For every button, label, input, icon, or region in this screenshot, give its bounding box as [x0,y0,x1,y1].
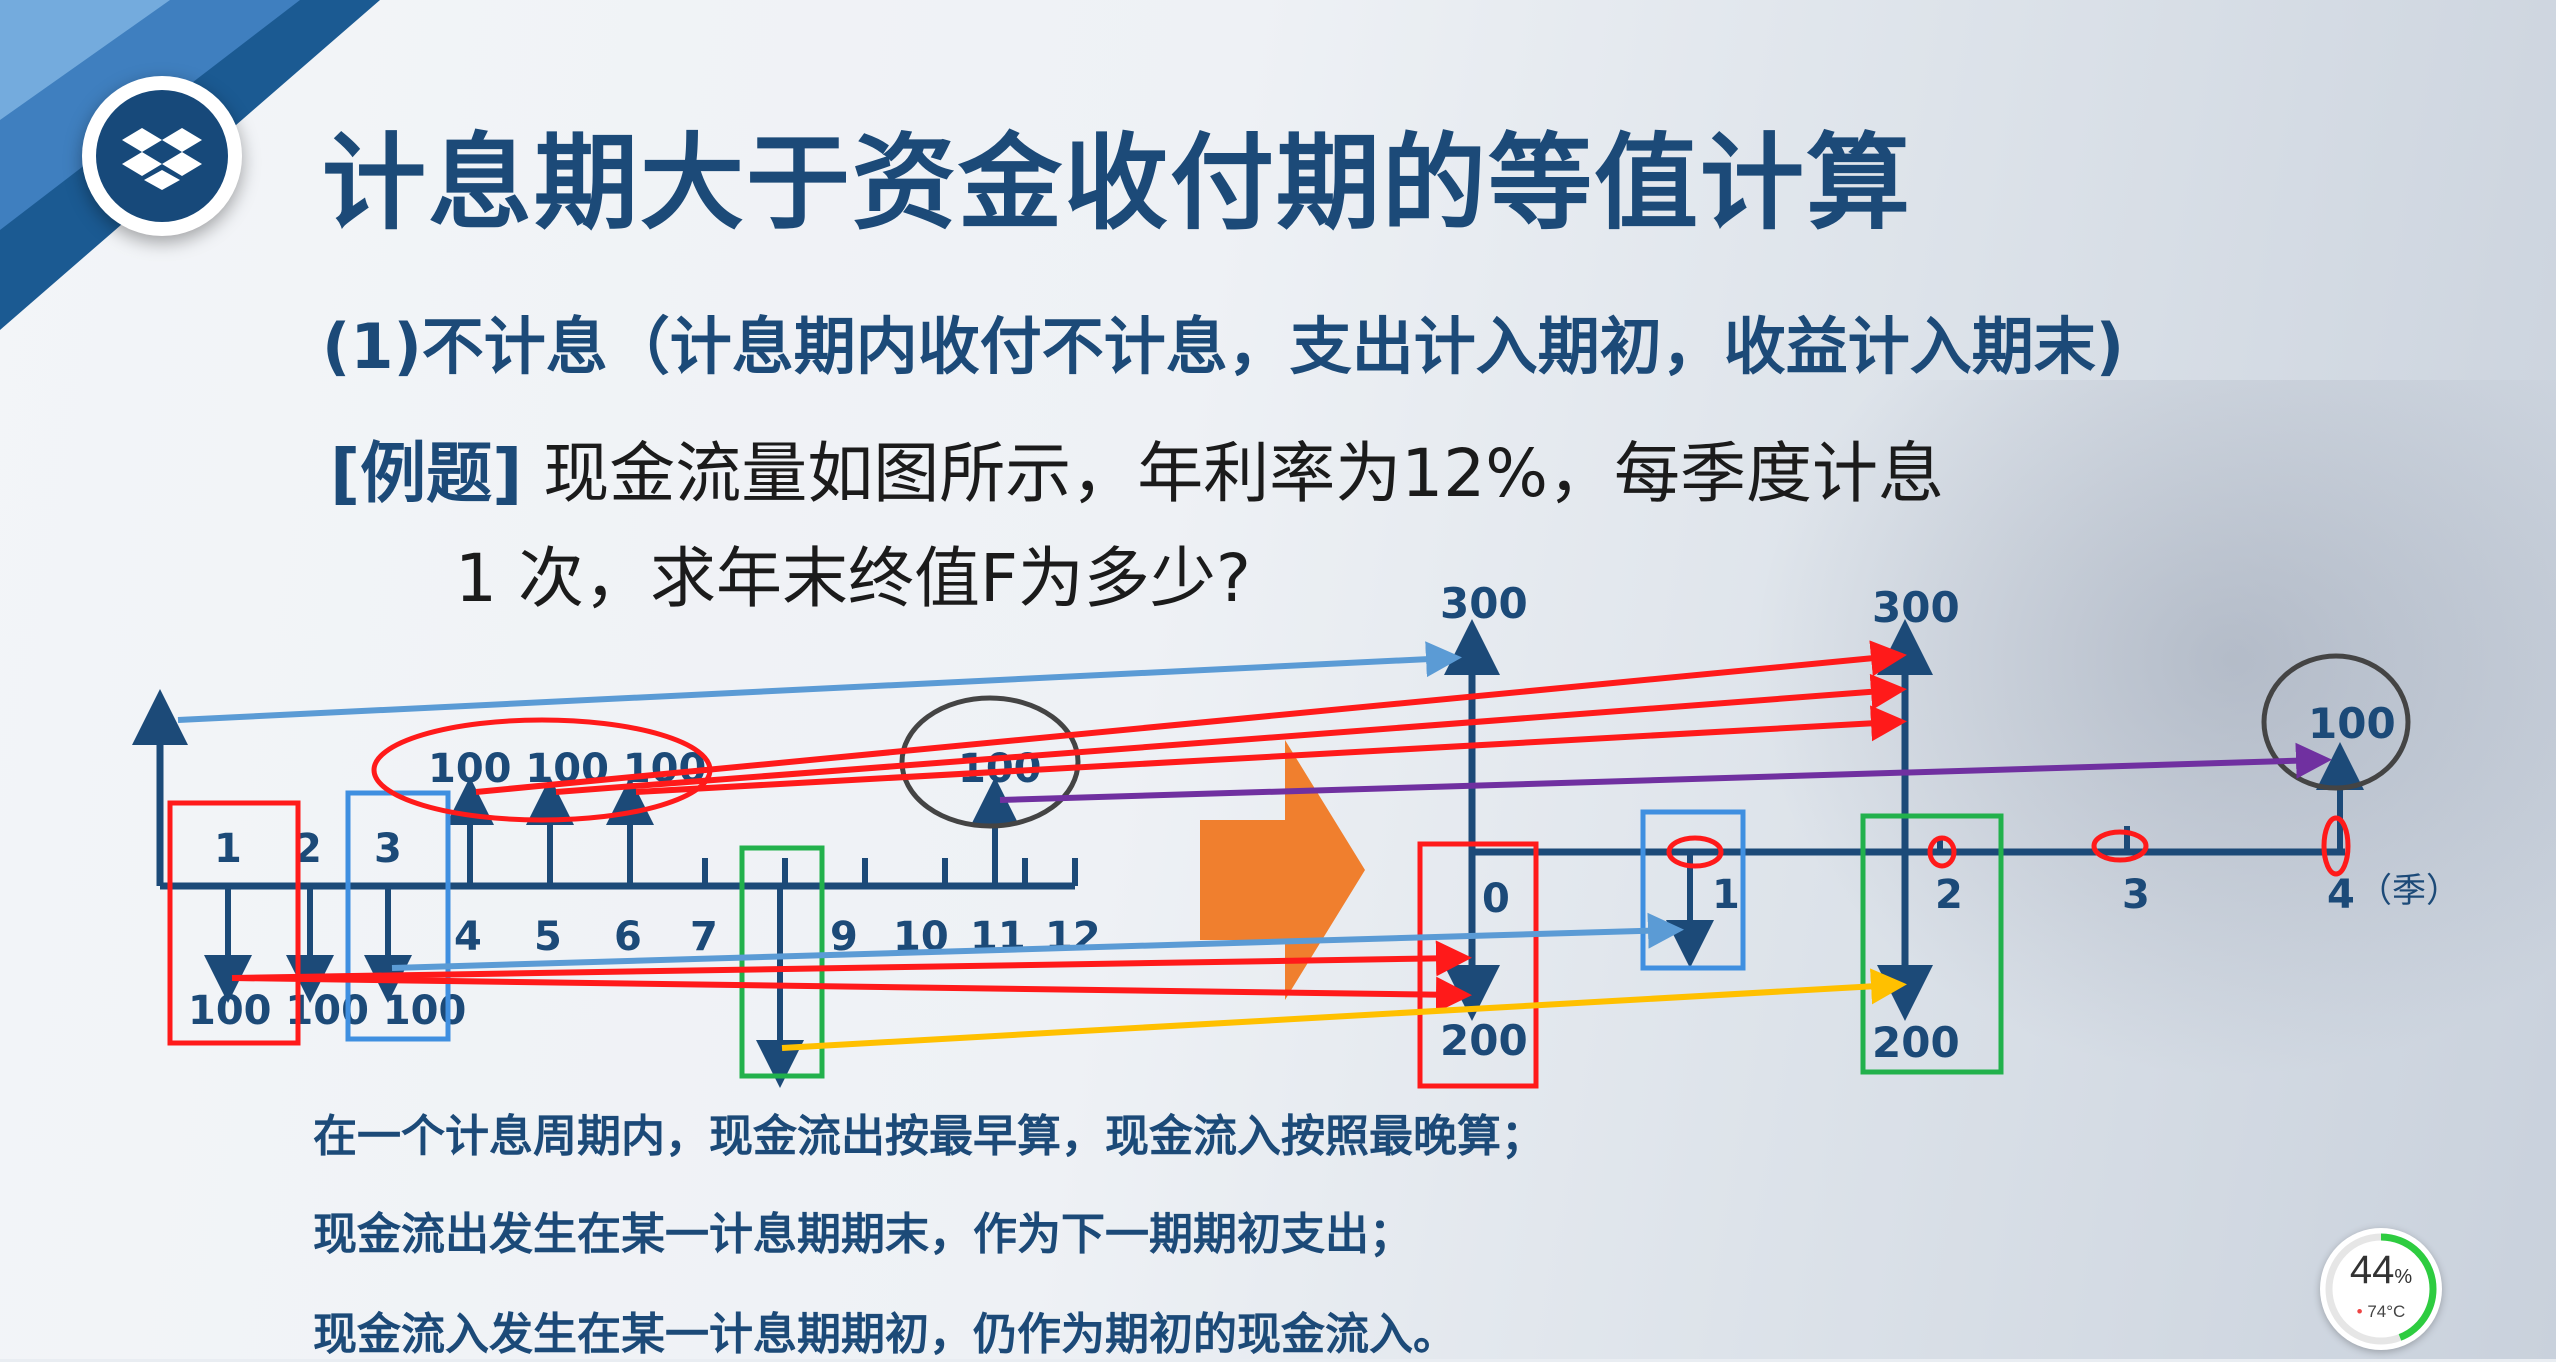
note-1: 在一个计息周期内，现金流出按最早算，现金流入按照最晚算； [313,1100,1545,1164]
period-label-12: 12 [1045,914,1101,960]
period-label-5: 5 [534,914,562,960]
red-mark-q3 [2094,832,2146,860]
axis-unit: （季） [2358,871,2460,911]
right-timeline: 300 300 100 200 200 0 1 2 3 4 （季） [1440,579,2460,1067]
axis-label-4: 4 [2327,872,2355,918]
thermometer-icon: • [2357,1302,2363,1321]
note-2: 现金流出发生在某一计息期期末，作为下一期期初支出； [313,1198,1413,1262]
cpu-usage-badge[interactable]: 44% • 74°C [2320,1228,2442,1350]
period-label-1: 1 [214,826,242,872]
right-top-mid-value: 300 [1872,583,1960,632]
right-top-left-value: 300 [1440,579,1528,628]
period-label-6: 6 [614,914,642,960]
purple-connector [1000,760,2320,800]
period-label-4: 4 [454,914,482,960]
period-label-3: 3 [374,826,402,872]
right-bottom-mid-value: 200 [1872,1018,1960,1067]
period-label-7: 7 [690,914,718,960]
blue-connector-top [178,658,1450,720]
temperature: • 74°C [2320,1302,2442,1322]
usage-percent: 44% [2320,1248,2442,1293]
axis-label-1: 1 [1712,872,1740,918]
axis-label-0: 0 [1482,876,1510,922]
note-3: 现金流入发生在某一计息期期初，仍作为期初的现金流入。 [313,1298,1457,1362]
red-mark-q4 [2324,818,2348,874]
red-connector-inflow-1 [476,656,1895,792]
axis-label-3: 3 [2122,872,2150,918]
right-value-100: 100 [2308,699,2396,748]
axis-label-2: 2 [1935,872,1963,918]
outflow-values: 100 100 100 [188,988,466,1034]
right-bottom-left-value: 200 [1440,1016,1528,1065]
